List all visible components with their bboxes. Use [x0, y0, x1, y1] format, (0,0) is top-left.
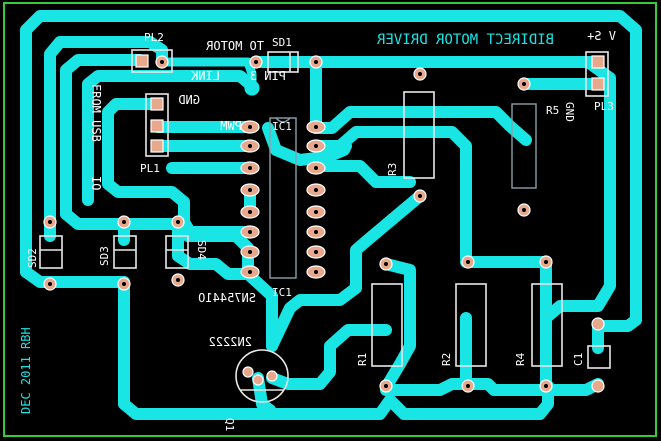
label-from-usb: FROM USB — [89, 84, 103, 142]
pad-pl3-2 — [591, 77, 605, 91]
r1-outline — [371, 283, 403, 367]
label-r4: R4 — [514, 352, 527, 366]
pad-pl1-3 — [150, 139, 164, 153]
sd4-outline — [165, 235, 189, 269]
trace-q1-r2 — [252, 372, 276, 416]
hole — [254, 60, 258, 64]
hole — [314, 60, 318, 64]
label-io: IO — [89, 176, 103, 190]
label-pin3: PIN 3 — [250, 69, 286, 83]
c1-outline — [587, 345, 611, 369]
trace-r3-ic — [262, 122, 352, 166]
q1-outline — [235, 349, 289, 403]
pad-pl1-2 — [150, 119, 164, 133]
sd2-outline — [39, 235, 63, 269]
pl1-outline — [145, 93, 169, 157]
r-holes — [384, 260, 548, 388]
trace-ground-bottom — [118, 276, 554, 420]
r3-outline — [403, 91, 435, 179]
label-gnd-right: GND — [563, 102, 576, 122]
sd-holes — [48, 220, 180, 286]
pads — [43, 54, 605, 393]
trace-ic-right1 — [310, 106, 426, 134]
label-r2: R2 — [440, 353, 453, 366]
pl3-outline — [585, 51, 609, 97]
trace-ic-left3 — [60, 208, 254, 280]
pad-link — [244, 80, 260, 96]
label-r1: R1 — [356, 353, 369, 366]
r2-outline — [455, 283, 487, 367]
trace-ic-right3 — [310, 160, 416, 188]
label-sd1: SD1 — [272, 36, 292, 49]
pad-pl3-1 — [591, 55, 605, 69]
trace-ic-bottom — [242, 268, 278, 352]
label-sd3: SD3 — [98, 246, 111, 266]
pl2-outline — [131, 49, 173, 73]
r4-outline — [531, 283, 563, 367]
silkscreen — [39, 49, 611, 403]
trace-ground-c1 — [380, 378, 604, 396]
label-to-motor: TO MOTOR — [205, 39, 264, 53]
ic1-notch — [275, 117, 291, 123]
label-q-part: 2N2222 — [209, 335, 252, 349]
label-link: LINK — [190, 69, 220, 83]
label-gnd-left: GND — [178, 93, 200, 107]
pad-q1-2 — [266, 370, 278, 382]
label-ic1: IC1 — [272, 120, 292, 133]
labels: BIDIRECT MOTOR DRIVER PL2 TO MOTOR LINK … — [19, 29, 616, 431]
r5-outline — [511, 103, 537, 189]
label-r3: R3 — [386, 163, 399, 176]
pad-pl2-1 — [135, 54, 149, 68]
hole — [418, 194, 422, 198]
trace-third-loop — [60, 54, 146, 220]
label-sd4: SD4 — [195, 240, 208, 260]
trace-right-down — [540, 56, 616, 324]
trace-second-loop — [44, 36, 168, 228]
label-sd2: SD2 — [26, 248, 39, 268]
pad-c1-top — [591, 317, 605, 331]
hole — [522, 208, 526, 212]
trace-q1-r1 — [266, 324, 392, 390]
label-vplus: V S+ — [587, 29, 616, 43]
board-title: BIDIRECT MOTOR DRIVER — [376, 32, 554, 48]
label-ic1-bottom: IC1 — [272, 286, 292, 299]
trace-r5-down — [414, 106, 532, 146]
board-outline — [3, 2, 657, 437]
label-pl1: PL1 — [140, 162, 160, 175]
hole — [418, 72, 422, 76]
ic-holes — [248, 125, 318, 274]
label-pl2: PL2 — [144, 31, 164, 44]
ic1-outline — [269, 117, 297, 279]
sd1-outline — [267, 51, 299, 73]
label-ic-part: SN75441O — [198, 291, 256, 305]
label-r5: R5 — [546, 104, 559, 117]
hole — [160, 60, 164, 64]
trace-sd-bottom — [20, 266, 130, 288]
label-date-credit: DEC 2011 RBH — [19, 327, 33, 414]
trace-r3-diagonal — [266, 190, 426, 352]
pad-pl1-1 — [150, 97, 164, 111]
trace-fourth-loop — [82, 70, 220, 206]
label-q1: Q1 — [223, 418, 236, 431]
pad-c1-bot — [591, 379, 605, 393]
sd3-outline — [113, 235, 137, 269]
trace-r1-loop — [380, 258, 416, 390]
copper-traces — [20, 10, 642, 420]
label-pl3: PL3 — [594, 100, 614, 113]
trace-outer-top — [20, 10, 642, 332]
pad-q1-1 — [252, 374, 264, 386]
hole — [522, 82, 526, 86]
label-pwm: PWM — [220, 119, 242, 133]
pad-q1-3 — [242, 366, 254, 378]
label-c1: C1 — [572, 353, 585, 366]
